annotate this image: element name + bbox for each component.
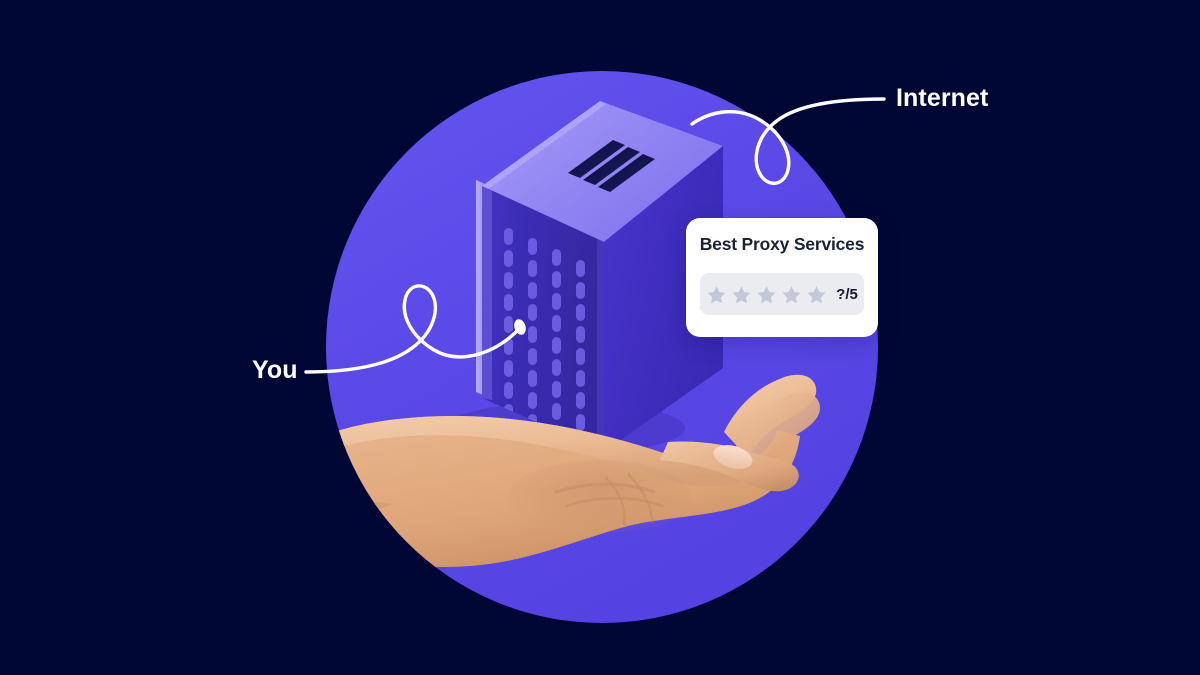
rating-pill: ?/5 bbox=[700, 273, 864, 315]
thumb-nail bbox=[713, 445, 753, 469]
star-icon bbox=[707, 285, 726, 303]
review-card: Best Proxy Services ?/5 bbox=[686, 218, 878, 337]
internet-connector-line bbox=[690, 97, 886, 185]
internet-label: Internet bbox=[896, 84, 989, 112]
star-icon bbox=[732, 285, 751, 303]
star-icon bbox=[782, 285, 801, 303]
you-label: You bbox=[252, 356, 298, 384]
rating-value: ?/5 bbox=[836, 285, 858, 303]
you-connector-line bbox=[304, 284, 520, 374]
star-icon bbox=[807, 285, 826, 303]
you-connector-endpoint bbox=[514, 319, 526, 335]
server-vent-slots bbox=[568, 140, 655, 192]
star-icon bbox=[757, 285, 776, 303]
review-card-title: Best Proxy Services bbox=[699, 234, 865, 254]
